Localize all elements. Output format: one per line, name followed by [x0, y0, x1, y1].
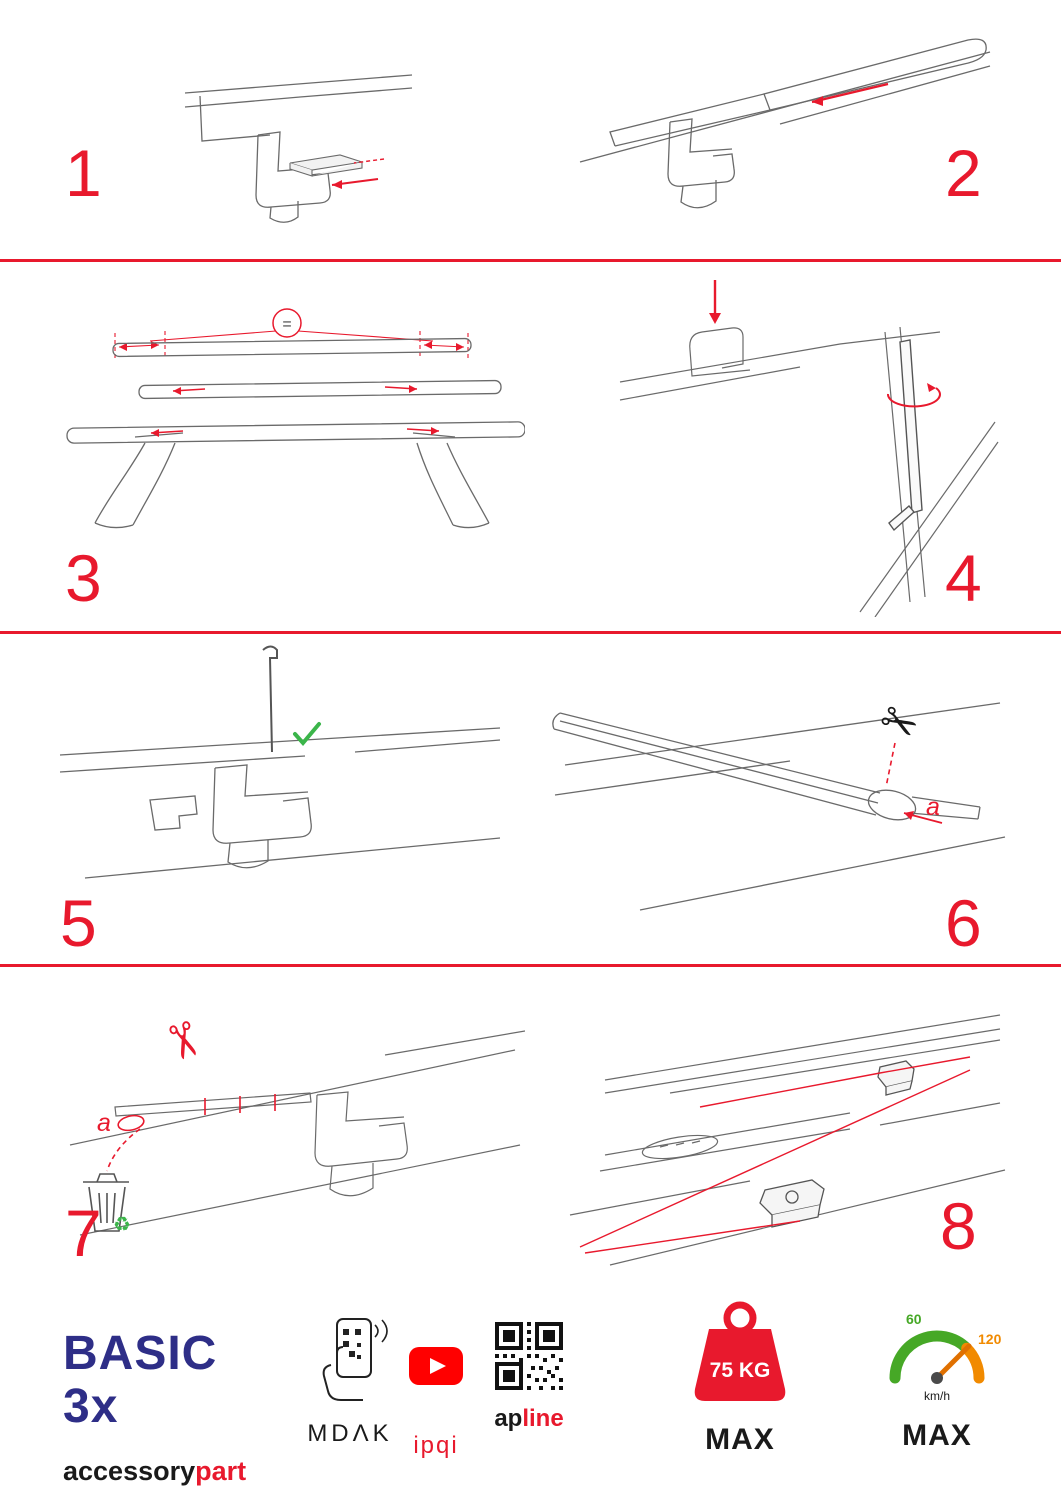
phone-qr-icon — [322, 1318, 388, 1401]
speed-unit-label: km/h — [924, 1389, 950, 1403]
step-3-number: 3 — [65, 541, 102, 615]
step-2-illustration — [579, 38, 991, 209]
step-2-number: 2 — [945, 136, 982, 210]
mdak-block: MDΛK — [300, 1315, 400, 1448]
step-8-number: 8 — [940, 1189, 977, 1263]
cut-ticks — [106, 1094, 276, 1172]
slide-arrow — [811, 82, 889, 106]
brand-sub-red: part — [195, 1455, 247, 1486]
speed-60-label: 60 — [906, 1311, 922, 1327]
step-4-number: 4 — [945, 541, 982, 615]
step-7-illustration: ✂ a ♻ — [69, 1014, 525, 1236]
insert-arrow — [331, 158, 385, 189]
apline-black: ap — [494, 1405, 523, 1432]
weight-icon: 75 KG — [694, 1301, 786, 1401]
cut-mark — [885, 742, 943, 824]
youtube-icon — [409, 1347, 463, 1385]
alignment-lines — [579, 1056, 971, 1254]
step-3-illustration: = — [66, 308, 525, 529]
step-6-illustration: ✂ a — [552, 693, 1006, 911]
max-weight-block: 75 KG MAX — [675, 1297, 805, 1457]
step-1-illustration — [184, 74, 413, 223]
adjust-arrows — [150, 385, 440, 437]
apline-block: apline — [489, 1322, 569, 1433]
step-1-number: 1 — [65, 136, 102, 210]
step-7-number: 7 — [65, 1196, 102, 1270]
step-6-number: 6 — [945, 886, 982, 960]
locking-rod — [262, 645, 278, 753]
equal-spacing-symbol: = — [282, 316, 291, 333]
mdak-logo: MDΛK — [307, 1420, 393, 1447]
brand-block: BASIC 3x accessorypart — [63, 1327, 283, 1487]
qr-code-icon — [495, 1322, 563, 1390]
label-a: a — [97, 1109, 111, 1137]
section-divider-2 — [0, 631, 1061, 634]
label-a: a — [926, 793, 940, 821]
rotate-arrow — [886, 383, 941, 408]
speed-max-label: MAX — [902, 1419, 972, 1452]
ipqi-block: ipqi — [405, 1346, 467, 1460]
t-bolt-lower — [759, 1179, 825, 1228]
pin-down-arrow — [709, 280, 721, 324]
scissors-icon: ✂ — [871, 693, 927, 754]
brand-logo: BASIC 3x — [63, 1327, 218, 1433]
max-speed-block: 60 120 km/h MAX — [872, 1300, 1002, 1453]
section-divider-1 — [0, 259, 1061, 262]
insert-plate — [289, 154, 363, 177]
brand-sub-black: accessory — [63, 1455, 196, 1486]
trash-icon — [83, 1173, 129, 1232]
step-8-illustration — [569, 1014, 1006, 1266]
step-5-number: 5 — [60, 886, 97, 960]
check-icon — [293, 722, 321, 747]
scissors-icon: ✂ — [151, 1014, 214, 1069]
apline-red: line — [522, 1405, 564, 1432]
weight-max-label: MAX — [705, 1423, 775, 1456]
t-bolt-upper — [877, 1060, 915, 1096]
step-5-illustration — [59, 645, 501, 879]
weight-value: 75 KG — [710, 1359, 771, 1382]
speedometer-icon: 60 120 km/h — [889, 1311, 1002, 1403]
allen-key — [888, 339, 923, 532]
ipqi-logo: ipqi — [413, 1432, 459, 1459]
section-divider-3 — [0, 964, 1061, 967]
recycle-icon: ♻ — [113, 1214, 131, 1236]
apline-logo: apline — [489, 1405, 569, 1433]
step-4-illustration — [619, 280, 999, 617]
speed-120-label: 120 — [978, 1331, 1002, 1347]
brand-subtitle: accessorypart — [63, 1456, 283, 1487]
